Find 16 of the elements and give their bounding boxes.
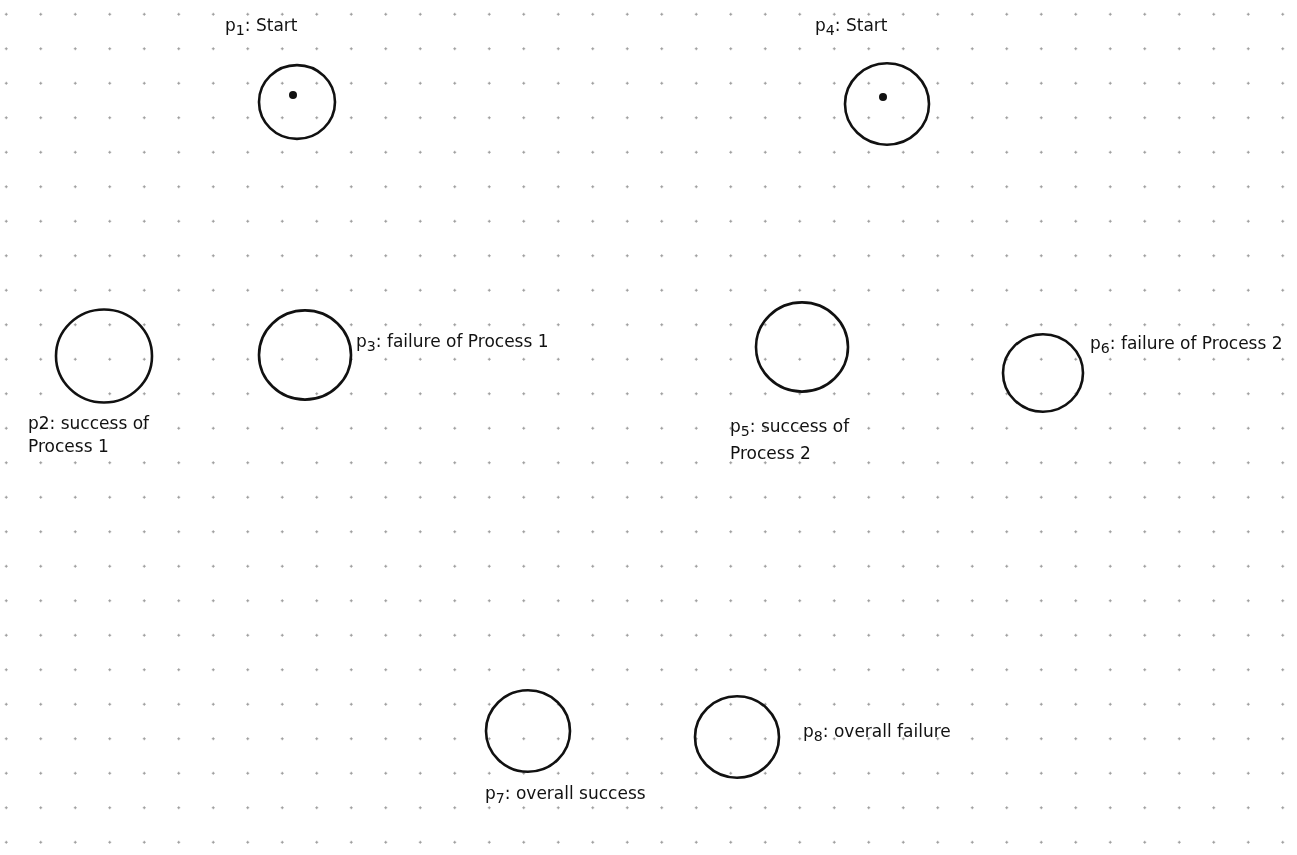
place-circle bbox=[693, 693, 781, 781]
place-label: p$_{4}$: Start bbox=[815, 14, 889, 41]
place-label: p$_{6}$: failure of Process 2 bbox=[1090, 332, 1284, 359]
place-label: p$_{1}$: Start bbox=[225, 14, 299, 41]
place-circle bbox=[54, 306, 154, 406]
place-label: p$_{3}$: failure of Process 1 bbox=[356, 330, 550, 357]
place-circle bbox=[1001, 331, 1085, 415]
place-circle bbox=[754, 299, 850, 395]
place-label: p$_{7}$: overall success bbox=[485, 782, 647, 809]
place-circle-with-token bbox=[843, 60, 931, 148]
place-circle-with-token bbox=[257, 62, 337, 142]
place-label: p$_{8}$: overall failure bbox=[803, 720, 952, 747]
place-label: p$_{5}$: success of Process 2 bbox=[730, 415, 851, 465]
place-label: p2: success of Process 1 bbox=[28, 412, 151, 458]
place-circle bbox=[484, 687, 572, 775]
place-circle bbox=[257, 307, 353, 403]
